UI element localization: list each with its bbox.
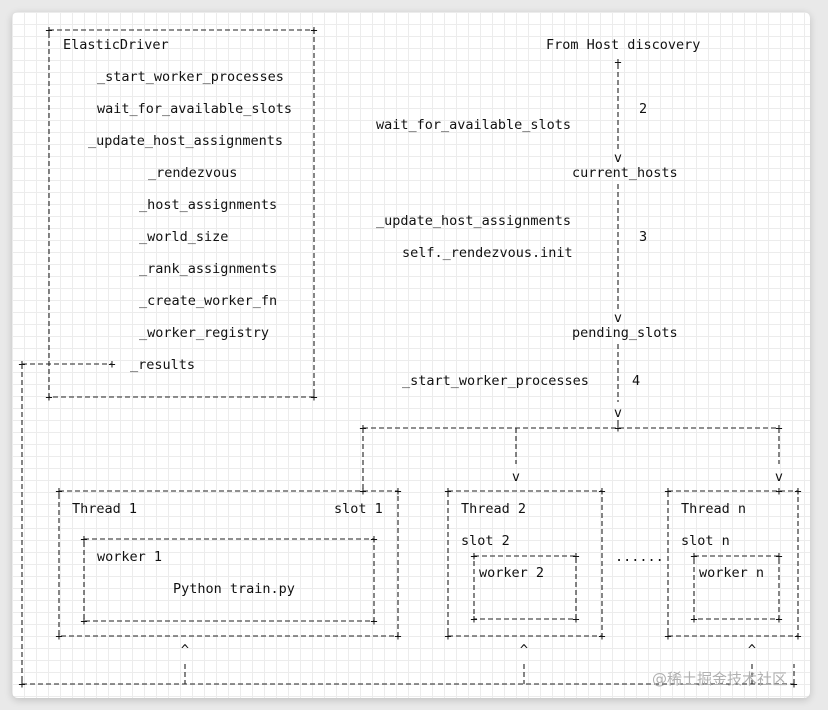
thread-n-box: + + + + + Thread n slot n + + + + worker… [664, 484, 801, 643]
up-arrow: ^ [748, 642, 756, 658]
step4-number: 4 [632, 373, 640, 389]
corner: + [775, 549, 782, 563]
host-discovery-flow: From Host discovery + v wait_for_availab… [359, 37, 783, 490]
field-host-assignments: _host_assignments [139, 197, 277, 213]
corner: + [45, 23, 52, 37]
field-results: _results [130, 357, 195, 373]
field-create-worker-fn: _create_worker_fn [139, 293, 277, 309]
step3-label-b: self._rendezvous.init [402, 245, 573, 261]
step4-label: _start_worker_processes [402, 373, 589, 389]
pending-slots-label: pending_slots [572, 325, 678, 341]
corner: + [394, 484, 401, 498]
field-start-worker-processes: _start_worker_processes [97, 69, 284, 85]
corner: + [310, 390, 317, 404]
step2-label: wait_for_available_slots [376, 117, 571, 133]
corner: + [359, 484, 366, 498]
worker-1-label: worker 1 [97, 549, 162, 565]
down-arrow: v [614, 150, 622, 166]
corner: + [80, 614, 87, 628]
up-arrow: ^ [181, 642, 189, 658]
corner: + [394, 629, 401, 643]
down-arrow: v [614, 405, 622, 421]
slot-n-label: slot n [681, 533, 730, 549]
corner: + [690, 612, 697, 626]
watermark: @稀土掘金技术社区 [652, 670, 787, 688]
down-arrow: v [614, 310, 622, 326]
corner: + [470, 612, 477, 626]
corner: + [108, 357, 115, 371]
worker-2-label: worker 2 [479, 565, 544, 581]
corner: + [598, 629, 605, 643]
down-arrow: v [512, 469, 520, 485]
results-feedback-connector: + + + + ^ ^ ^ [18, 357, 797, 691]
corner: + [690, 549, 697, 563]
thread-1-box: + + + + + Thread 1 slot 1 + + + + worker… [55, 484, 401, 643]
corner: + [55, 629, 62, 643]
corner: + [80, 532, 87, 546]
thread-n-title: Thread n [681, 501, 746, 517]
field-rendezvous: _rendezvous [148, 165, 237, 181]
corner: + [55, 484, 62, 498]
field-wait-for-available-slots: wait_for_available_slots [97, 101, 292, 117]
down-arrow: v [775, 469, 783, 485]
corner: + [614, 55, 621, 69]
step2-number: 2 [639, 101, 647, 117]
corner: + [794, 629, 801, 643]
diagram-canvas: + + + + ElasticDriver _start_worker_proc… [12, 12, 810, 698]
field-rank-assignments: _rank_assignments [139, 261, 277, 277]
corner: + [598, 484, 605, 498]
slot-1-label: slot 1 [334, 501, 383, 517]
corner: + [572, 549, 579, 563]
corner: + [572, 612, 579, 626]
field-worker-registry: _worker_registry [139, 325, 269, 341]
corner: + [775, 612, 782, 626]
up-arrow: ^ [520, 642, 528, 658]
step3-label-a: _update_host_assignments [376, 213, 571, 229]
corner: + [370, 614, 377, 628]
corner: + [370, 532, 377, 546]
field-world-size: _world_size [139, 229, 228, 245]
current-hosts-label: current_hosts [572, 165, 678, 181]
corner: + [775, 484, 782, 498]
corner: + [794, 484, 801, 498]
python-train-label: Python train.py [173, 581, 295, 597]
thread-1-title: Thread 1 [72, 501, 137, 517]
worker-n-label: worker n [699, 565, 764, 581]
corner: + [664, 629, 671, 643]
corner: + [45, 390, 52, 404]
slot-2-label: slot 2 [461, 533, 510, 549]
step3-number: 3 [639, 229, 647, 245]
corner: + [444, 629, 451, 643]
ascii-architecture-diagram: + + + + ElasticDriver _start_worker_proc… [18, 23, 801, 691]
from-host-discovery-label: From Host discovery [546, 37, 700, 53]
thread-2-title: Thread 2 [461, 501, 526, 517]
corner: + [444, 484, 451, 498]
field-update-host-assignments: _update_host_assignments [88, 133, 283, 149]
thread-2-box: + + + + Thread 2 slot 2 + + + + worker 2 [444, 484, 605, 643]
ellipsis: ...... [615, 549, 664, 565]
corner: + [18, 677, 25, 691]
corner: + [614, 421, 621, 435]
corner: + [664, 484, 671, 498]
corner: + [470, 549, 477, 563]
elastic-driver-title: ElasticDriver [63, 37, 169, 53]
elastic-driver-box: + + + + ElasticDriver _start_worker_proc… [45, 23, 317, 404]
corner: + [310, 23, 317, 37]
